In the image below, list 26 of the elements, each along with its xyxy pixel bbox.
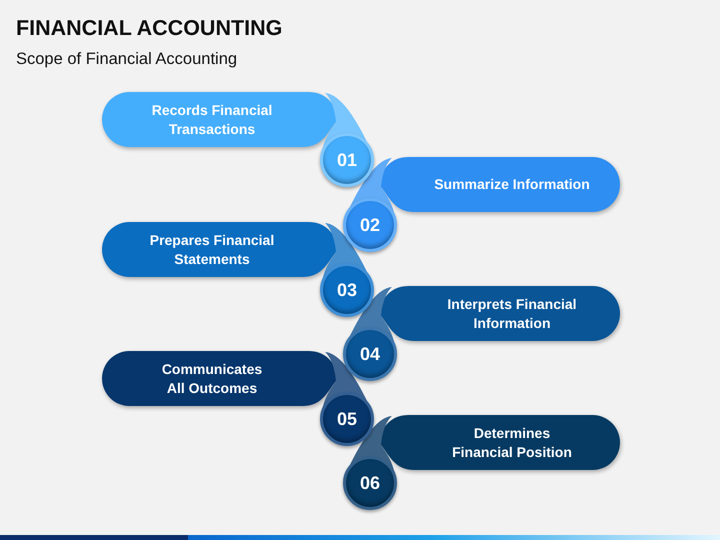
- banner-text: Determines Financial Position: [452, 424, 572, 462]
- ribbon-banner: [102, 92, 336, 147]
- number-circle: [343, 456, 397, 510]
- page-title: FINANCIAL ACCOUNTING: [16, 15, 282, 41]
- banner-text: Records Financial Transactions: [151, 100, 273, 138]
- banner-text: Summarize Information: [434, 175, 590, 194]
- number-circle: [320, 392, 374, 446]
- number-circle: [320, 133, 374, 187]
- ribbon-banner: [102, 351, 336, 406]
- banner-text: Interprets Financial Information: [446, 294, 578, 332]
- number-circle: [343, 327, 397, 381]
- banner-text: Prepares Financial Statements: [149, 230, 275, 268]
- number-circle: [343, 198, 397, 252]
- step-number: 05: [336, 409, 358, 429]
- ribbon-banner: [381, 157, 620, 212]
- step-number: 03: [336, 280, 358, 300]
- step-number: 06: [360, 473, 380, 493]
- ribbon-banner: [102, 222, 336, 277]
- step-number: 04: [360, 344, 380, 364]
- banner-text: Communicates All Outcomes: [161, 360, 263, 398]
- step-number: 02: [360, 215, 380, 235]
- number-circle: [320, 263, 374, 317]
- subtitle: Scope of Financial Accounting: [16, 49, 238, 69]
- step-number: 01: [336, 150, 358, 170]
- ribbon-banner: [381, 415, 620, 470]
- ribbon-banner: [381, 286, 620, 341]
